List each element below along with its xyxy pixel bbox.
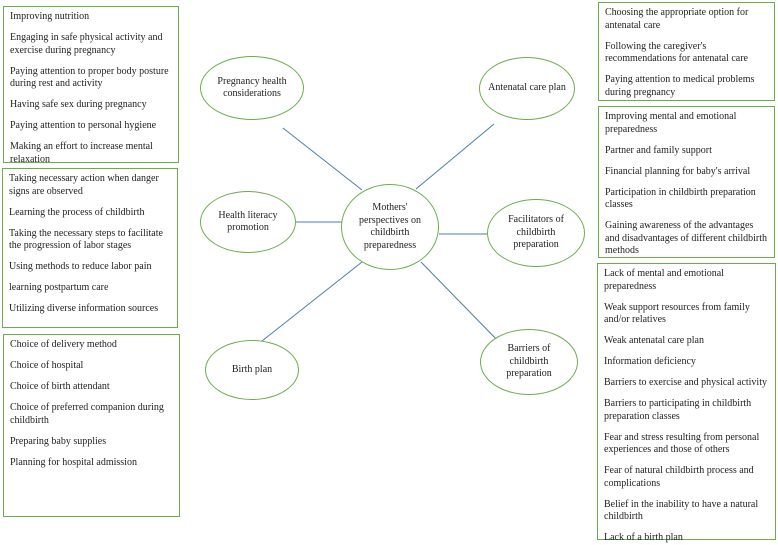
list-item: Taking the necessary steps to facilitate… <box>9 227 163 252</box>
node-antenatal-care: Antenatal care plan <box>479 57 575 120</box>
list-item: Paying attention to personal hygiene <box>10 120 157 132</box>
list-item: Utilizing diverse information sources <box>9 303 159 315</box>
list-birth-plan: Choice of delivery method Choice of hosp… <box>10 339 173 469</box>
list-health-literacy: Taking necessary action when danger sign… <box>9 173 171 316</box>
list-item: Following the caregiver's recommendation… <box>605 40 748 65</box>
list-item: Learning the process of childbirth <box>9 206 145 218</box>
connector-barriers <box>420 261 503 346</box>
connector-pregnancy <box>282 127 363 191</box>
list-item: Lack of mental and emotional preparednes… <box>604 268 724 292</box>
list-item: Barriers to exercise and physical activi… <box>604 377 767 389</box>
box-health-literacy-items: Taking necessary action when danger sign… <box>2 168 178 328</box>
list-item: Preparing baby supplies <box>10 435 107 447</box>
list-item: Weak antenatal care plan <box>604 335 704 347</box>
list-item: Paying attention to proper body posture … <box>10 65 169 90</box>
box-antenatal-items: Choosing the appropriate option for ante… <box>598 2 775 101</box>
node-label: Barriers of childbirth preparation <box>506 343 552 380</box>
list-item: Choice of preferred companion during chi… <box>10 401 164 426</box>
node-label: Antenatal care plan <box>488 82 566 94</box>
list-item: Engaging in safe physical activity and e… <box>10 31 163 56</box>
node-label: Facilitators of childbirth preparation <box>508 214 564 251</box>
list-item: Information deficiency <box>604 356 696 368</box>
box-facilitators-items: Improving mental and emotional preparedn… <box>598 106 775 258</box>
list-item: Improving mental and emotional preparedn… <box>605 111 737 135</box>
box-pregnancy-items: Improving nutrition Engaging in safe phy… <box>3 6 179 166</box>
list-item: Using methods to reduce labor pain <box>9 261 152 273</box>
list-item: Fear and stress resulting from personal … <box>604 431 760 456</box>
center-label: Mothers' perspectives on childbirth prep… <box>359 202 421 251</box>
node-center: Mothers' perspectives on childbirth prep… <box>341 184 439 270</box>
connector-antenatal <box>415 123 495 190</box>
list-item: Choice of hospital <box>10 359 84 371</box>
node-label: Birth plan <box>231 363 273 375</box>
list-item: Participation in childbirth preparation … <box>605 186 756 211</box>
list-item: Improving nutrition <box>10 11 90 22</box>
list-item: Choice of delivery method <box>10 339 117 350</box>
list-item: Choosing the appropriate option for ante… <box>605 7 749 31</box>
list-item: Planning for hospital admission <box>10 456 137 468</box>
node-pregnancy-health: Pregnancy health considerations <box>200 56 304 120</box>
list-item: Barriers to participating in childbirth … <box>604 398 752 422</box>
node-barriers: Barriers of childbirth preparation <box>480 329 578 395</box>
list-item: Gaining awareness of the advantages and … <box>605 220 767 257</box>
box-birth-plan-items: Choice of delivery method Choice of hosp… <box>3 334 180 517</box>
list-barriers: Lack of mental and emotional preparednes… <box>604 268 769 545</box>
node-birth-plan: Birth plan <box>205 340 299 400</box>
list-item: Fear of natural childbirth process and c… <box>604 465 754 489</box>
list-pregnancy: Improving nutrition Engaging in safe phy… <box>10 11 172 166</box>
node-label: Health literacy promotion <box>218 209 278 234</box>
node-facilitators: Facilitators of childbirth preparation <box>487 199 585 267</box>
list-item: Lack of a birth plan <box>604 532 683 544</box>
node-label: Pregnancy health considerations <box>217 75 287 100</box>
connector-birth-plan <box>261 261 363 342</box>
list-item: Taking necessary action when danger sign… <box>9 173 159 197</box>
list-item: Partner and family support <box>605 144 712 156</box>
list-item: Belief in the inability to have a natura… <box>604 498 759 523</box>
list-item: Having safe sex during pregnancy <box>10 99 147 111</box>
list-antenatal: Choosing the appropriate option for ante… <box>605 7 768 99</box>
list-facilitators: Improving mental and emotional preparedn… <box>605 111 768 258</box>
list-item: Making an effort to increase mental rela… <box>10 141 153 165</box>
list-item: Choice of birth attendant <box>10 380 110 392</box>
node-health-literacy: Health literacy promotion <box>200 191 296 253</box>
list-item: Paying attention to medical problems dur… <box>605 74 755 98</box>
box-barriers-items: Lack of mental and emotional preparednes… <box>597 263 776 543</box>
list-item: Weak support resources from family and/o… <box>604 301 750 326</box>
list-item: Financial planning for baby's arrival <box>605 165 751 177</box>
list-item: learning postpartum care <box>9 282 109 294</box>
